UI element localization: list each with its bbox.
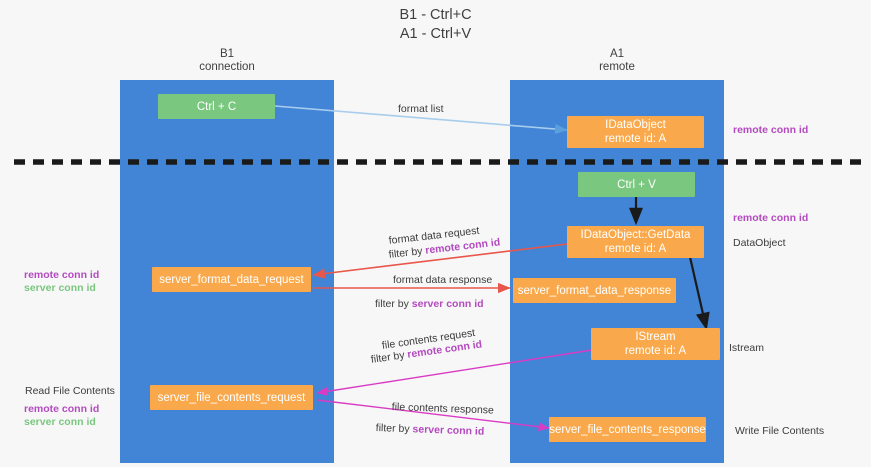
edge-label-format-list: format list [398,103,444,115]
edge-getdata-to-istream [688,256,710,331]
edge-format-data-request [312,243,568,279]
filter-prefix: filter by [375,421,413,436]
side-label-left-server-conn-id-1: server conn id [24,282,96,294]
node-server-format-data-response[interactable]: server_format_data_response [513,278,676,303]
edge-file-contents-request [316,349,593,396]
column-heading-b1: B1 connection [199,48,255,73]
side-label-dataobject: DataObject [733,237,786,249]
node-idataobject[interactable]: IDataObject remote id: A [567,116,704,148]
side-label-istream: Istream [729,342,765,354]
node-idataobject-getdata[interactable]: IDataObject::GetData remote id: A [567,226,704,258]
node-istream[interactable]: IStream remote id: A [591,328,720,360]
node-server-file-contents-response[interactable]: server_file_contents_response [549,417,706,442]
node-ctrl-v[interactable]: Ctrl + V [578,172,695,197]
node-server-file-contents-request[interactable]: server_file_contents_request [150,385,313,410]
edge-file-contents-response [316,399,550,432]
side-label-remote-conn-id-mid: remote conn id [733,212,809,224]
edge-format-list [274,105,568,135]
filter-key-server-conn-id: server conn id [411,298,484,310]
edge-label-format-data-response: format data response [393,274,493,286]
filter-prefix: filter by [375,298,412,310]
side-label-write-file-contents: Write File Contents [735,425,825,437]
side-label-left-remote-conn-id-2: remote conn id [24,403,100,415]
node-server-format-data-request[interactable]: server_format_data_request [152,267,311,292]
side-label-left-remote-conn-id-1: remote conn id [24,269,100,281]
column-heading-a1: A1 remote [599,48,635,73]
side-label-remote-conn-id-top: remote conn id [733,124,809,136]
side-label-read-file-contents: Read File Contents [25,385,115,397]
edge-label-format-data-response-filter: filter by server conn id [375,297,484,311]
page-title: B1 - Ctrl+C A1 - Ctrl+V [399,7,472,42]
side-label-left-server-conn-id-2: server conn id [24,416,96,428]
filter-key-server-conn-id: server conn id [412,423,485,438]
edge-label-file-contents-response-text: file contents response [391,400,495,417]
node-ctrl-c[interactable]: Ctrl + C [158,94,275,119]
